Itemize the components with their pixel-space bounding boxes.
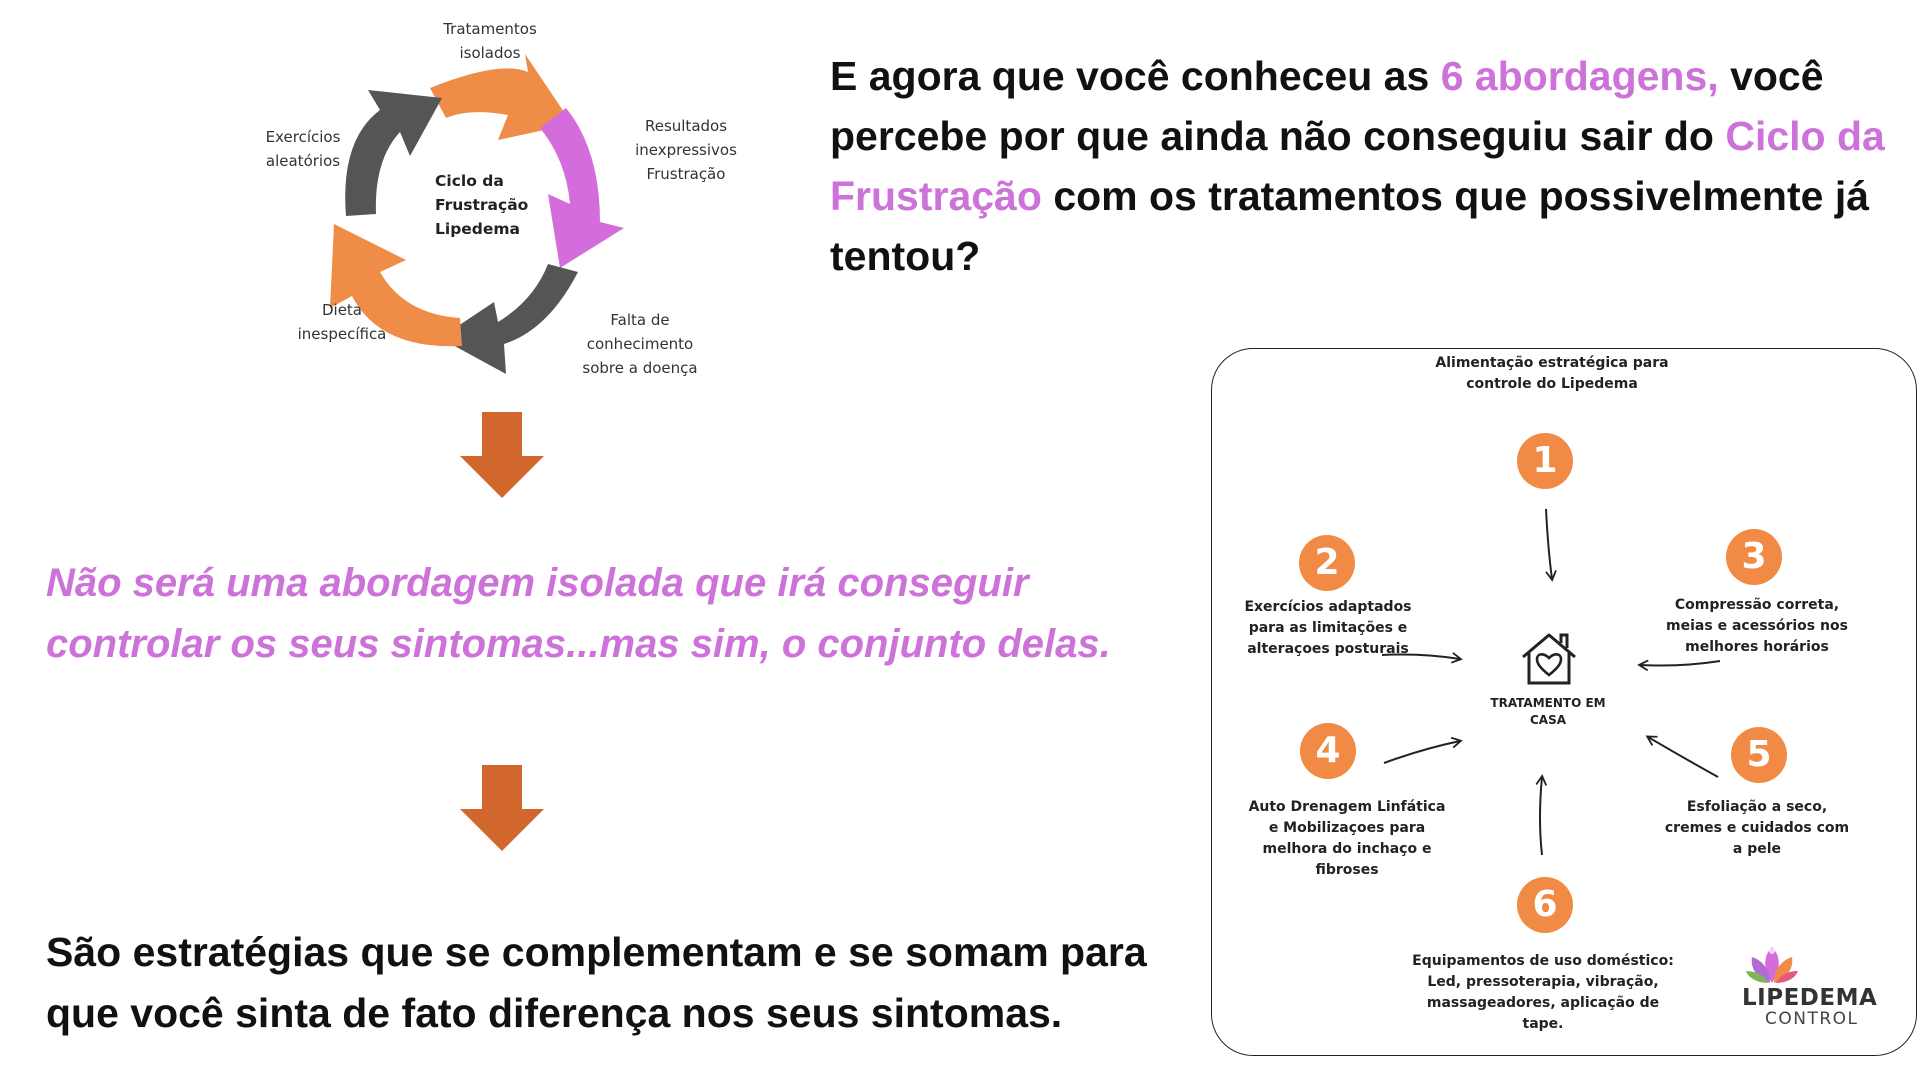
cycle-label-line: conhecimento [587, 335, 694, 353]
cycle-label-line: isolados [459, 44, 520, 62]
connector-4 [1383, 736, 1463, 764]
connector-2 [1381, 652, 1463, 664]
headline-highlight-cycle: Ciclo da Frustração [830, 113, 1885, 219]
logo-subname: CONTROL [1765, 1009, 1859, 1029]
item-6-label: Equipamentos de uso doméstico: Led, pres… [1412, 953, 1674, 1032]
center-label: TRATAMENTO EM CASA [1490, 696, 1606, 727]
item-3-number: 3 [1726, 529, 1782, 585]
item-3-label: Compressão correta, meias e acessórios n… [1666, 597, 1848, 655]
headline-part-3: com os tratamentos que possivelmente já … [830, 173, 1870, 279]
cycle-arrow-3 [440, 264, 578, 374]
cycle-label-line: Ciclo da [435, 172, 504, 190]
down-arrow-1 [460, 412, 544, 498]
connector-1 [1545, 508, 1557, 582]
cycle-label-line: Frustração [435, 196, 528, 214]
cycle-label-5: Exercícios aleatórios [266, 128, 341, 170]
panel-connectors [1381, 508, 1721, 856]
down-arrow-2 [460, 765, 544, 851]
home-treatment-panel: TRATAMENTO EM CASA Alimentação estratégi… [1211, 348, 1917, 1056]
item-1-number: 1 [1517, 433, 1573, 489]
item-2-number: 2 [1299, 535, 1355, 591]
italic-message: Não será uma abordagem isolada que irá c… [46, 561, 1111, 666]
bottom-message: São estratégias que se complementam e se… [46, 929, 1147, 1036]
item-4-label: Auto Drenagem Linfática e Mobilizaçoes p… [1248, 799, 1446, 878]
item-5-number: 5 [1731, 727, 1787, 783]
headline: E agora que você conheceu as 6 abordagen… [830, 46, 1890, 286]
cycle-label-line: Exercícios [266, 128, 341, 146]
item-6-number: 6 [1517, 877, 1573, 933]
cycle-label-3: Falta de conhecimento sobre a doença [582, 311, 697, 377]
item-2-label: Exercícios adaptados para as limitações … [1244, 599, 1412, 657]
cycle-label-line: Resultados [645, 117, 727, 135]
cycle-arrow-4 [330, 224, 462, 347]
cycle-arrow-5 [345, 90, 442, 216]
connector-6 [1535, 774, 1548, 856]
headline-part-1: E agora que você conheceu as [830, 53, 1441, 99]
connector-5 [1645, 735, 1719, 778]
house-heart-icon [1522, 633, 1576, 685]
item-5-label: Esfoliação a seco, cremes e cuidados com… [1664, 799, 1850, 857]
cycle-arrow-2 [540, 108, 624, 268]
cycle-label-line: Lipedema [435, 220, 520, 238]
cycle-label-line: aleatórios [266, 152, 340, 170]
cycle-label-line: Falta de [610, 311, 669, 329]
headline-part-2: você percebe por que ainda não conseguiu… [830, 53, 1824, 159]
cycle-label-line: Dieta [322, 301, 362, 319]
cycle-label-1: Tratamentos isolados [442, 20, 537, 62]
cycle-label-line: Tratamentos [442, 20, 537, 38]
lotus-person-icon [1746, 947, 1798, 983]
logo-name: LIPEDEMA [1742, 985, 1878, 1011]
cycle-label-line: Frustração [647, 165, 726, 183]
connector-3 [1637, 659, 1721, 672]
item-4-number: 4 [1300, 723, 1356, 779]
cycle-arrow-1 [430, 54, 572, 140]
item-1-label: Alimentação estratégica para controle do… [1435, 355, 1669, 392]
cycle-label-4: Dieta inespecífica [298, 301, 387, 343]
headline-highlight-approaches: 6 abordagens, [1440, 53, 1719, 99]
cycle-label-line: inexpressivos [635, 141, 737, 159]
cycle-label-line: inespecífica [298, 325, 387, 343]
cycle-label-line: sobre a doença [582, 359, 697, 377]
